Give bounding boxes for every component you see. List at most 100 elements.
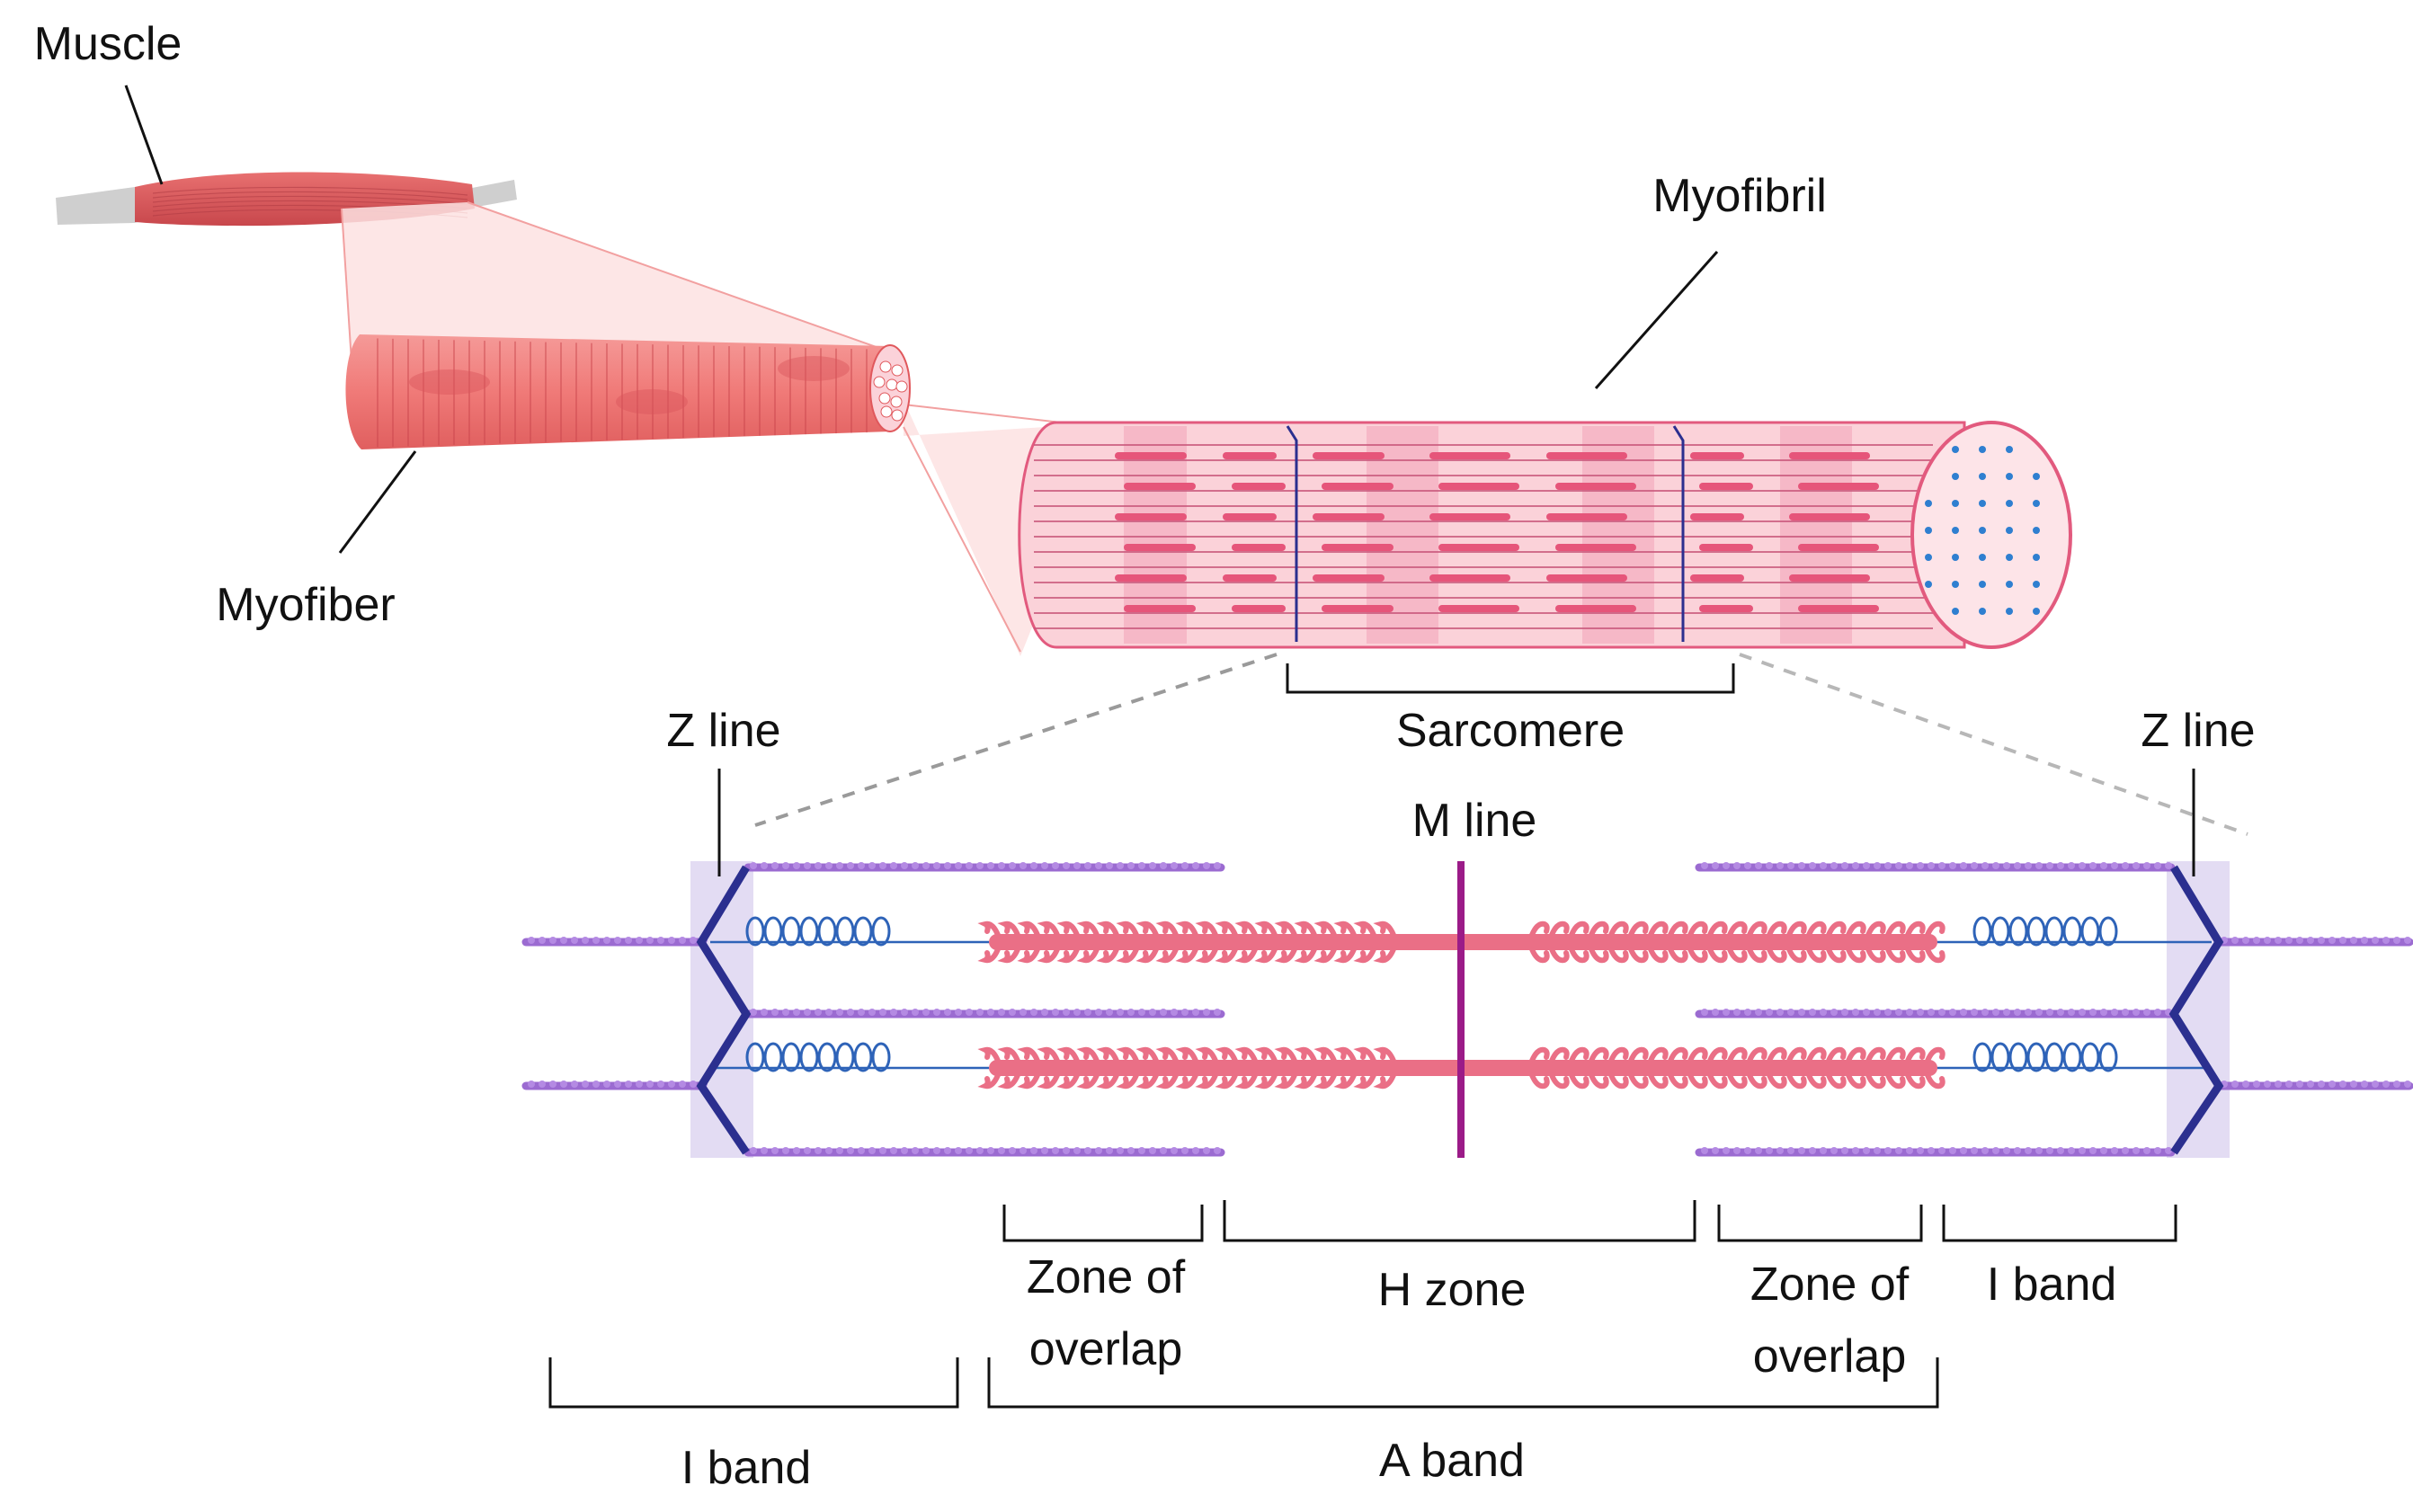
actin-bead <box>761 1147 768 1154</box>
myosin-head <box>1294 1046 1317 1063</box>
myosin-head <box>997 921 1020 938</box>
myofibril-cross-dot <box>1979 473 1986 480</box>
titin-coil <box>871 1042 891 1072</box>
actin-bead <box>1841 1009 1848 1016</box>
myofibril-end-dot <box>879 360 892 373</box>
zoom-dash-left <box>754 653 1278 827</box>
actin-bead <box>1766 1147 1773 1154</box>
actin-bead <box>690 937 697 944</box>
actin-bead <box>2154 1009 2161 1016</box>
sarcomere-label: Sarcomere <box>1396 705 1625 757</box>
myofibril-cross-dot <box>1925 554 1932 561</box>
actin-bead <box>2046 1147 2053 1154</box>
myosin-head <box>1569 921 1589 938</box>
actin-bead <box>912 862 919 869</box>
myosin-head <box>1727 921 1748 938</box>
actin-bead <box>1766 1009 1773 1016</box>
myosin-head <box>1905 1072 1926 1090</box>
actin-bead <box>2253 1081 2260 1088</box>
myofibril-myosin <box>1546 513 1627 520</box>
myosin-head <box>1116 1046 1139 1063</box>
myofibril-illustration <box>1018 421 2072 649</box>
myofibril-cross-dot <box>1925 581 1932 588</box>
myosin-head <box>1767 947 1787 964</box>
myosin-head <box>977 921 1001 938</box>
myosin-head <box>1826 921 1847 938</box>
actin-bead <box>1830 1147 1838 1154</box>
myosin-head <box>1056 1072 1080 1090</box>
actin-bead <box>1884 1147 1892 1154</box>
actin-bead <box>1776 862 1784 869</box>
actin-bead <box>2350 937 2357 944</box>
actin-bead <box>771 862 779 869</box>
actin-bead <box>933 1147 940 1154</box>
actin-bead <box>1073 1147 1081 1154</box>
myofibril-end-dot <box>886 378 898 391</box>
actin-bead <box>1073 862 1081 869</box>
myofibril-myosin <box>1555 483 1636 490</box>
myofibril-cross-dot <box>1952 608 1959 615</box>
actin-bead <box>571 937 578 944</box>
myosin-head <box>1333 1046 1357 1063</box>
myofibril-pointer <box>1594 251 1719 389</box>
actin-bead <box>2154 862 2161 869</box>
actin-bead <box>804 1009 811 1016</box>
myosin-head <box>1096 921 1119 938</box>
myofibril-cross-dot <box>2033 527 2040 534</box>
myosin-head <box>1668 921 1688 938</box>
myosin-head <box>977 1046 1001 1063</box>
myosin-head <box>1865 921 1886 938</box>
actin-bead <box>690 1081 697 1088</box>
myosin-head <box>1767 1072 1787 1090</box>
i-band-right-label: I band <box>1987 1259 2117 1311</box>
myosin-head <box>1925 921 1946 938</box>
actin-bead <box>1149 1009 1156 1016</box>
actin-bead <box>668 1081 675 1088</box>
myofibril-myosin <box>1699 605 1753 612</box>
myosin-head <box>1274 1072 1297 1090</box>
myosin-head <box>1076 947 1100 964</box>
myofibril-cross-dot <box>1979 527 1986 534</box>
actin-bead <box>2393 937 2400 944</box>
myosin-head <box>1135 1046 1159 1063</box>
i-band-right-bracket <box>1942 1205 2177 1242</box>
actin-bead <box>1701 1147 1708 1154</box>
myosin-head <box>1373 947 1396 964</box>
myosin-head <box>1116 947 1139 964</box>
myosin-head <box>1274 1046 1297 1063</box>
actin-bead <box>592 937 600 944</box>
myofibril-myosin <box>1115 513 1187 520</box>
myosin-head <box>1846 947 1866 964</box>
myofibril-cross-dot <box>2033 554 2040 561</box>
muscle-pointer <box>124 84 164 185</box>
actin-bead <box>2100 862 2107 869</box>
myofibril-cross-dot <box>1952 581 1959 588</box>
actin-bead <box>614 1081 621 1088</box>
titin-coil <box>2008 1042 2028 1072</box>
actin-bead <box>646 1081 654 1088</box>
zone-overlap-right-label-1: Zone of <box>1750 1259 1910 1311</box>
myosin-head <box>1589 1046 1609 1063</box>
actin-bead <box>1938 1147 1946 1154</box>
myosin-head <box>1373 1046 1396 1063</box>
actin-bead <box>2275 1081 2282 1088</box>
myosin-head <box>1155 921 1179 938</box>
actin-bead <box>549 1081 557 1088</box>
myofibril-cross-dot <box>1979 608 1986 615</box>
actin-bead <box>2057 1009 2064 1016</box>
actin-bead <box>2361 1081 2368 1088</box>
actin-bead <box>603 1081 610 1088</box>
actin-bead <box>636 1081 643 1088</box>
myofiber-pointer <box>338 450 417 554</box>
myosin-head <box>1925 1072 1946 1090</box>
myosin-head <box>1294 921 1317 938</box>
myofibril-cross-dot <box>2006 581 2013 588</box>
actin-bead <box>1928 1147 1935 1154</box>
actin-bead <box>1030 1009 1037 1016</box>
myofibril-myosin <box>1313 513 1385 520</box>
actin-bead <box>944 862 951 869</box>
myosin-head <box>1727 1046 1748 1063</box>
actin-bead <box>1171 1147 1178 1154</box>
actin-bead <box>804 1147 811 1154</box>
myosin-head <box>1747 921 1767 938</box>
